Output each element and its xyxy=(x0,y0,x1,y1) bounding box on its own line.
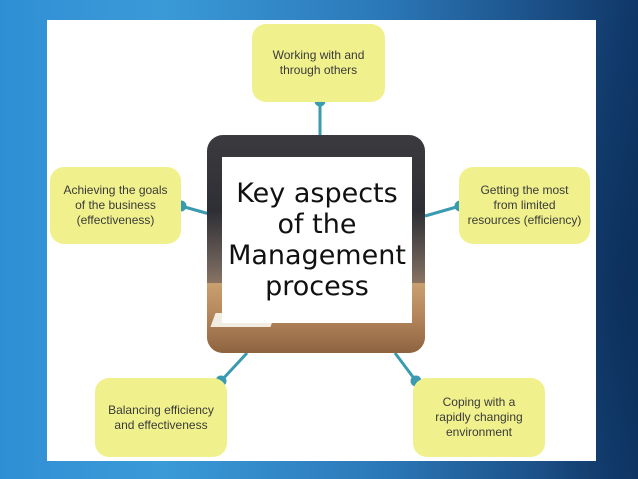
center-label: Key aspects of the Management process xyxy=(222,157,412,323)
node-getting-most: Getting the most from limited resources … xyxy=(459,167,590,244)
connector-right xyxy=(424,204,461,218)
connector-bottom-right xyxy=(393,352,418,382)
node-label: Getting the most from limited resources … xyxy=(467,183,582,227)
node-label: Balancing efficiency and effectiveness xyxy=(108,402,214,432)
node-label: Coping with a rapidly changing environme… xyxy=(435,395,523,439)
node-coping: Coping with a rapidly changing environme… xyxy=(413,378,545,457)
node-balancing: Balancing efficiency and effectiveness xyxy=(95,378,227,457)
connector-bottom-left xyxy=(219,351,249,383)
center-title: Key aspects of the Management process xyxy=(228,178,406,302)
node-achieving-goals: Achieving the goals of the business (eff… xyxy=(50,167,181,244)
node-label: Achieving the goals of the business (eff… xyxy=(63,183,168,227)
node-label: Working with and through others xyxy=(272,48,365,77)
node-working-with-others: Working with and through others xyxy=(252,24,385,102)
